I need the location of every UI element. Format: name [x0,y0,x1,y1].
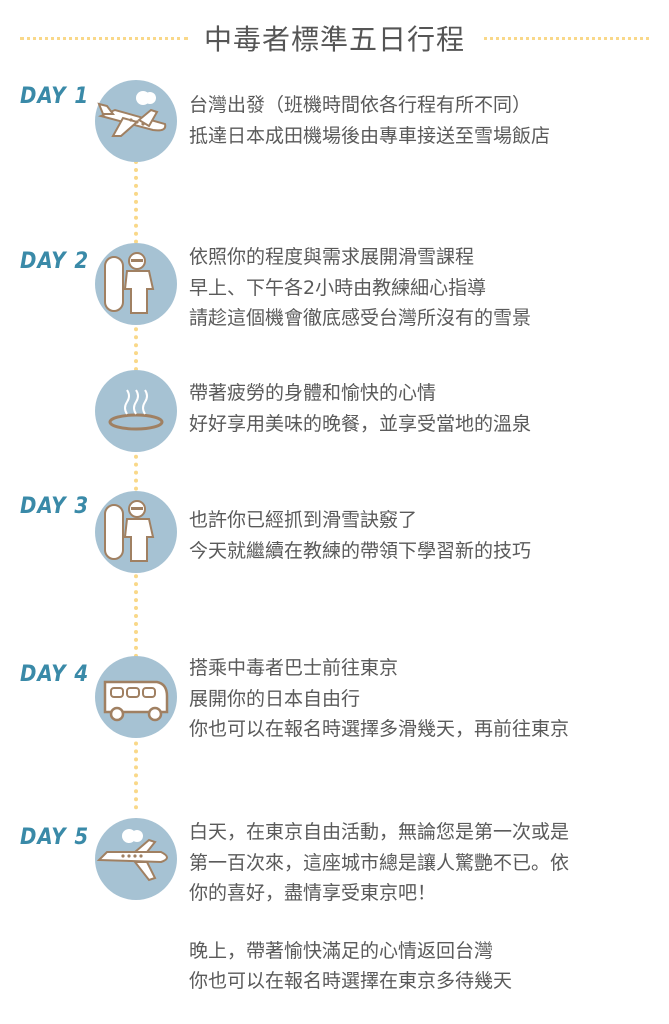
day-description: 白天，在東京自由活動，無論您是第一次或是 第一百次來，這座城市總是讓人驚艷不已。… [189,817,569,997]
description-line: 白天，在東京自由活動，無論您是第一次或是 [189,821,570,843]
description-line: 帶著疲勞的身體和愉快的心情 [189,382,437,404]
description-line: 也許你已經抓到滑雪訣竅了 [189,509,418,531]
page-title: 中毒者標準五日行程 [0,18,669,58]
description-line: 展開你的日本自由行 [189,687,361,710]
title-divider-right [484,37,649,40]
day-description: 帶著疲勞的身體和愉快的心情 好好享用美味的晚餐，並享受當地的溫泉 [189,378,531,439]
description-line: 第一百次來，這座城市總是讓人驚艷不已。依 [189,851,570,874]
snowboarder-icon [95,491,177,573]
description-line: 早上、下午各2小時由教練細心指導 [189,276,487,299]
day-label: DAY 4 [20,662,90,687]
description-line: 搭乘中毒者巴士前往東京 [189,657,399,679]
day-label: DAY 1 [20,84,90,109]
description-line: 你的喜好，盡情享受東京吧！ [189,882,437,904]
snowboarder-icon [95,243,177,325]
description-line: 你也可以在報名時選擇在東京多待幾天 [189,970,513,992]
description-line: 晚上，帶著愉快滿足的心情返回台灣 [189,939,494,962]
title-divider-left [20,37,188,40]
airplane-icon [95,80,177,162]
day-label: DAY 5 [20,825,90,850]
description-line: 請趁這個機會徹底感受台灣所沒有的雪景 [189,307,532,329]
page-title-text: 中毒者標準五日行程 [193,23,475,56]
day-label: DAY 2 [20,249,90,274]
description-line: 今天就繼續在教練的帶領下學習新的技巧 [189,539,532,562]
day-label: DAY 3 [20,494,90,519]
day-description: 也許你已經抓到滑雪訣竅了 今天就繼續在教練的帶領下學習新的技巧 [189,505,531,566]
description-line: 抵達日本成田機場後由專車接送至雪場飯店 [189,124,551,147]
description-line: 依照你的程度與需求展開滑雪課程 [189,246,475,268]
description-line [189,909,569,936]
bus-icon [95,656,177,738]
hot-spring-icon [95,370,177,452]
description-line: 台灣出發（班機時間依各行程有所不同） [189,94,532,116]
description-line: 好好享用美味的晚餐，並享受當地的溫泉 [189,412,532,435]
day-description: 搭乘中毒者巴士前往東京 展開你的日本自由行 你也可以在報名時選擇多滑幾天，再前往… [189,653,569,745]
day-description: 依照你的程度與需求展開滑雪課程 早上、下午各2小時由教練細心指導 請趁這個機會徹… [189,242,531,334]
airplane-icon [95,818,177,900]
timeline-line [134,160,138,810]
description-line: 你也可以在報名時選擇多滑幾天，再前往東京 [189,718,570,740]
day-description: 台灣出發（班機時間依各行程有所不同） 抵達日本成田機場後由專車接送至雪場飯店 [189,90,550,151]
